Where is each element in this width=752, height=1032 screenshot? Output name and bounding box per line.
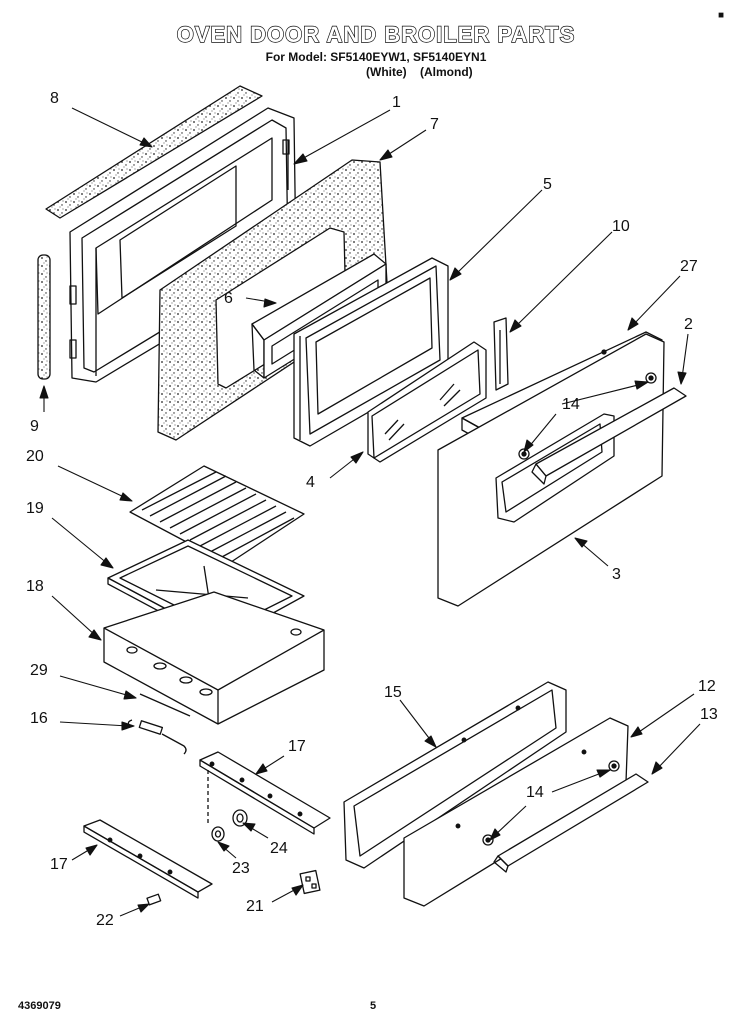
callout-15: 15 <box>384 684 402 701</box>
page-number: 5 <box>370 1000 377 1012</box>
callout-17-upper: 17 <box>288 738 306 755</box>
part-10-hinge-bracket <box>493 317 509 391</box>
callout-13: 13 <box>700 706 718 723</box>
callout-2: 2 <box>684 316 693 333</box>
callout-14-lower: 14 <box>526 784 544 801</box>
callout-6: 6 <box>224 290 233 307</box>
part-13-drawer-handle <box>482 760 649 873</box>
callout-16: 16 <box>30 710 48 727</box>
callout-17-lower: 17 <box>50 856 68 873</box>
part-24-roller <box>232 809 248 827</box>
corner-mark: ■ <box>718 10 725 21</box>
part-21-clip <box>299 869 321 895</box>
callout-20: 20 <box>26 448 44 465</box>
document-number: 4369079 <box>18 1000 61 1012</box>
part-16-spring <box>127 719 187 755</box>
part-5-glass-frame <box>293 257 449 447</box>
part-8-gasket-strip <box>45 85 263 219</box>
callout-3: 3 <box>612 566 621 583</box>
callout-5: 5 <box>543 176 552 193</box>
callout-23: 23 <box>232 860 250 877</box>
callout-10: 10 <box>612 218 630 235</box>
color-variants: (White) (Almond) <box>366 65 483 79</box>
callout-29: 29 <box>30 662 48 679</box>
part-17-slide-rail-lower <box>83 819 213 899</box>
part-15-drawer-panel <box>343 681 567 869</box>
part-2-door-handle <box>518 372 687 485</box>
callout-8: 8 <box>50 90 59 107</box>
callout-1: 1 <box>392 94 401 111</box>
part-18-broiler-drawer <box>103 591 325 725</box>
callout-4: 4 <box>306 474 315 491</box>
part-22-screw <box>146 893 162 906</box>
callout-12: 12 <box>698 678 716 695</box>
color-almond-label: (Almond) <box>420 65 473 79</box>
callout-9: 9 <box>30 418 39 435</box>
callout-19: 19 <box>26 500 44 517</box>
callout-27: 27 <box>680 258 698 275</box>
callout-21: 21 <box>246 898 264 915</box>
part-20-broiler-grid <box>129 465 305 565</box>
page-title: OVEN DOOR AND BROILER PARTS <box>176 21 576 47</box>
model-subtitle: For Model: SF5140EYW1, SF5140EYN1 <box>265 50 487 64</box>
callout-22: 22 <box>96 912 114 929</box>
part-17-slide-rail-upper <box>199 751 331 835</box>
callout-7: 7 <box>430 116 439 133</box>
color-white-label: (White) <box>366 65 407 79</box>
part-9-side-seal <box>37 254 51 380</box>
part-4-outer-glass <box>367 341 487 463</box>
part-23-roller <box>211 826 225 842</box>
leader-lines <box>39 107 701 917</box>
callout-18: 18 <box>26 578 44 595</box>
callout-14: 14 <box>562 396 580 413</box>
callout-24: 24 <box>270 840 288 857</box>
part-29-wire <box>139 693 191 717</box>
